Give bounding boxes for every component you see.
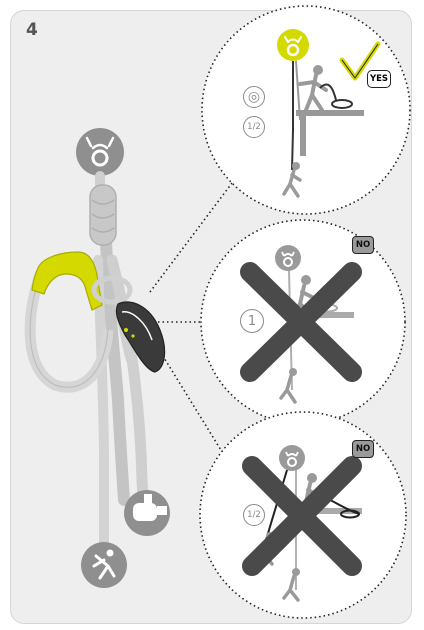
hand-icon [124,490,170,536]
climber-fall-icon [81,542,127,588]
cross-icon [242,456,362,576]
rope-knot [89,184,117,246]
lanyard-loop [24,273,114,393]
half-rope-mark-bottom: 1/2 [243,504,265,526]
cross-icon [240,262,362,382]
half-rope-mark: 1/2 [243,116,265,138]
yellow-handle [31,251,103,311]
panel-wrong-single [200,219,406,425]
main-anchor-icon [76,128,124,176]
connector-carabiner [91,275,166,373]
single-rope-mark: 1 [240,309,264,333]
no-badge-bottom: NO [352,440,374,458]
two-carabiner-mark: ◎ [243,86,265,108]
panel-correct [201,5,411,215]
panel-wrong-half [199,411,407,619]
no-badge-middle: NO [352,236,374,254]
yes-badge: YES [367,70,391,88]
connector-lines [149,182,233,469]
step-number: 4 [26,20,38,40]
